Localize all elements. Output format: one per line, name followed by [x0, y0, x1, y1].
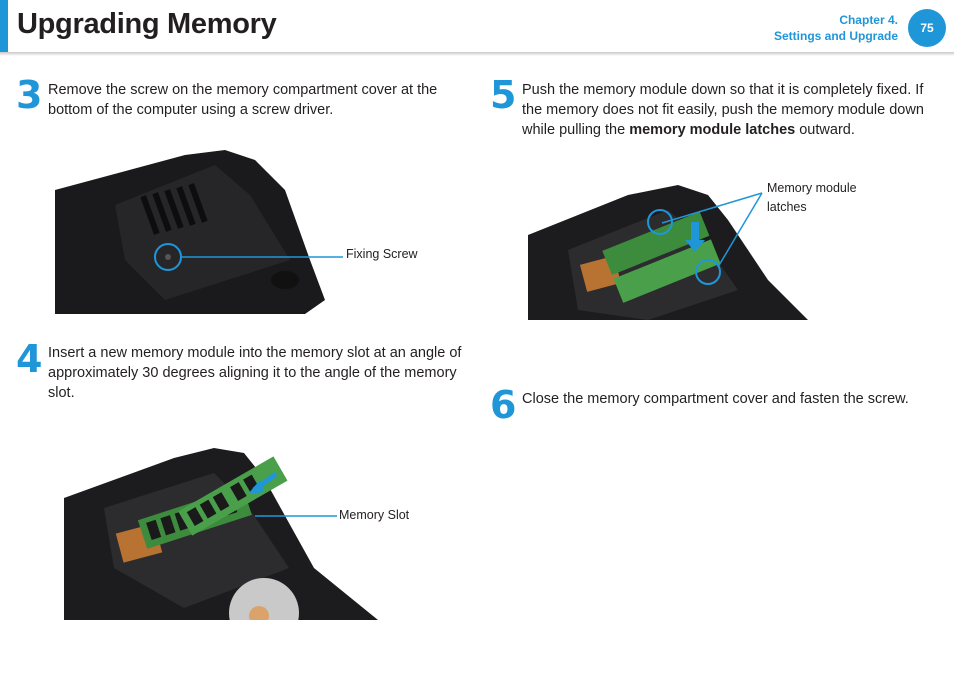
latches-leader-lines: [661, 192, 763, 268]
header-divider: [0, 52, 954, 56]
latches-callout: Memory module latches: [767, 179, 857, 217]
step-3-text: Remove the screw on the memory compartme…: [48, 82, 438, 118]
header-accent-bar: [0, 0, 8, 52]
page-number-badge: 75: [908, 9, 946, 47]
latches-callout-line2: latches: [767, 200, 807, 214]
step-3-photo: [55, 150, 325, 314]
chapter-heading: Chapter 4. Settings and Upgrade: [774, 12, 898, 44]
step-4-text: Insert a new memory module into the memo…: [48, 345, 462, 401]
step-5-text-bold: memory module latches: [629, 122, 796, 138]
step-3-number: 3: [16, 73, 43, 117]
page-title: Upgrading Memory: [17, 8, 277, 40]
fixing-screw-leader-line: [180, 256, 343, 258]
latch-highlight-bottom: [695, 259, 721, 285]
step-5-text: Push the memory module down so that it i…: [522, 80, 947, 140]
step-4-number: 4: [16, 337, 43, 381]
memory-slot-callout: Memory Slot: [339, 508, 410, 522]
step-6-text: Close the memory compartment cover and f…: [522, 391, 909, 407]
fixing-screw-callout: Fixing Screw: [346, 247, 418, 261]
latch-highlight-top: [647, 209, 673, 235]
step-6-number: 6: [490, 383, 517, 427]
step-5-number: 5: [490, 73, 517, 117]
section-label: Settings and Upgrade: [773, 29, 898, 43]
step-4-photo: [64, 448, 378, 620]
step-5-text-before: Push the memory module down so that it i…: [522, 82, 924, 138]
memory-slot-leader-line: [255, 515, 337, 517]
step-5-text-after: outward.: [795, 122, 855, 138]
chapter-label: Chapter 4.: [839, 13, 898, 27]
latches-callout-line1: Memory module: [767, 181, 857, 195]
step-5-photo: [528, 180, 808, 320]
